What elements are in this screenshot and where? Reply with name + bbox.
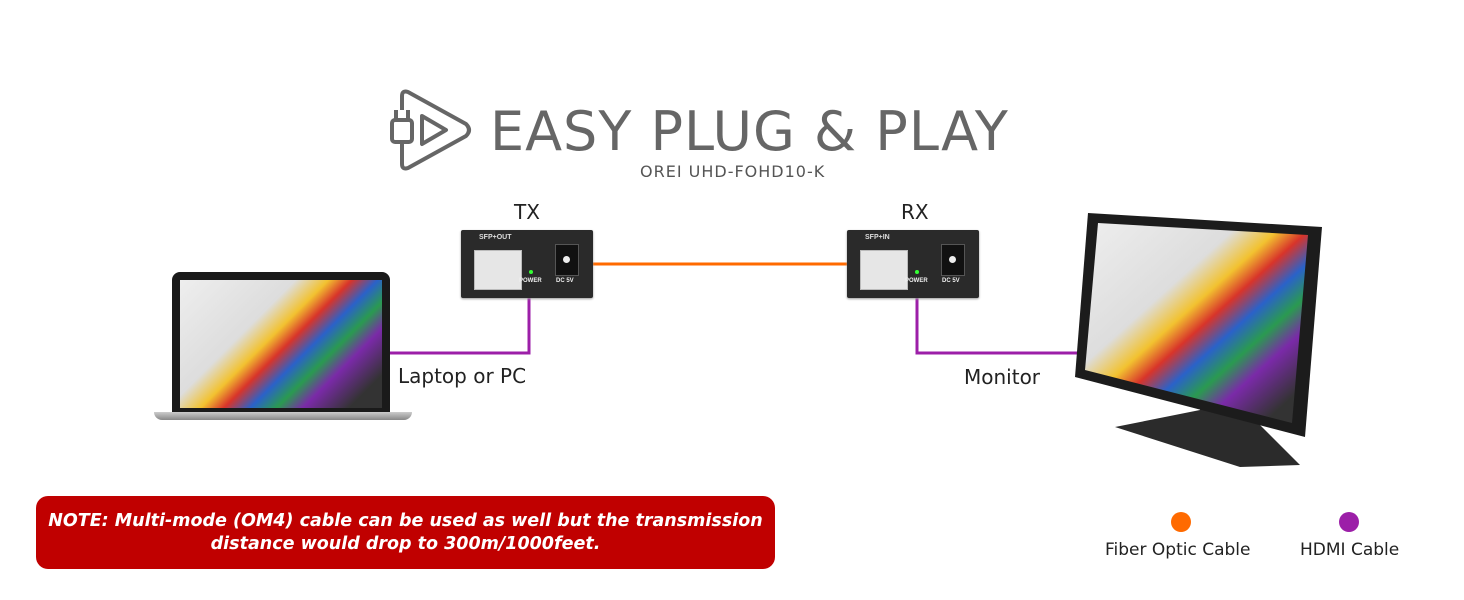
- laptop-image: [172, 272, 390, 414]
- hdmi-legend-label: HDMI Cable: [1300, 540, 1400, 560]
- note-line-1: NOTE: Multi-mode (OM4) cable can be used…: [48, 510, 763, 531]
- hdmi-cable-tx-line: [388, 298, 531, 355]
- plug-play-icon: [390, 89, 471, 171]
- monitor-image: [1075, 213, 1322, 467]
- laptop-label: Laptop or PC: [398, 364, 527, 388]
- hdmi-legend-swatch: [1339, 512, 1359, 532]
- rx-label: RX: [901, 200, 929, 224]
- rx-dc-label: DC 5V: [942, 278, 960, 284]
- page-title: EASY PLUG & PLAY: [490, 100, 1009, 163]
- rx-unit: SFP+IN POWER DC 5V: [847, 230, 979, 298]
- tx-power-label: POWER: [519, 278, 542, 284]
- product-model: OREI UHD-FOHD10-K: [640, 162, 826, 181]
- monitor-screen: [1085, 223, 1308, 423]
- sfp-port: [474, 250, 522, 290]
- power-led: [915, 270, 919, 274]
- tx-label: TX: [514, 200, 540, 224]
- monitor-stand: [1115, 395, 1300, 467]
- laptop-screen: [180, 280, 382, 408]
- fiber-legend-label: Fiber Optic Cable: [1105, 540, 1251, 560]
- tx-sfp-label: SFP+OUT: [479, 234, 512, 241]
- tx-unit: SFP+OUT POWER DC 5V: [461, 230, 593, 298]
- monitor-label: Monitor: [964, 365, 1041, 389]
- tx-dc-label: DC 5V: [556, 278, 574, 284]
- dc-jack: [941, 244, 965, 276]
- hdmi-cable-rx-line: [915, 298, 1078, 355]
- power-led: [529, 270, 533, 274]
- sfp-port: [860, 250, 908, 290]
- fiber-legend-swatch: [1171, 512, 1191, 532]
- dc-jack: [555, 244, 579, 276]
- note-line-2: distance would drop to 300m/1000feet.: [210, 533, 601, 554]
- rx-sfp-label: SFP+IN: [865, 234, 890, 241]
- laptop-base: [154, 412, 412, 420]
- note-banner: NOTE: Multi-mode (OM4) cable can be used…: [36, 496, 775, 569]
- rx-power-label: POWER: [905, 278, 928, 284]
